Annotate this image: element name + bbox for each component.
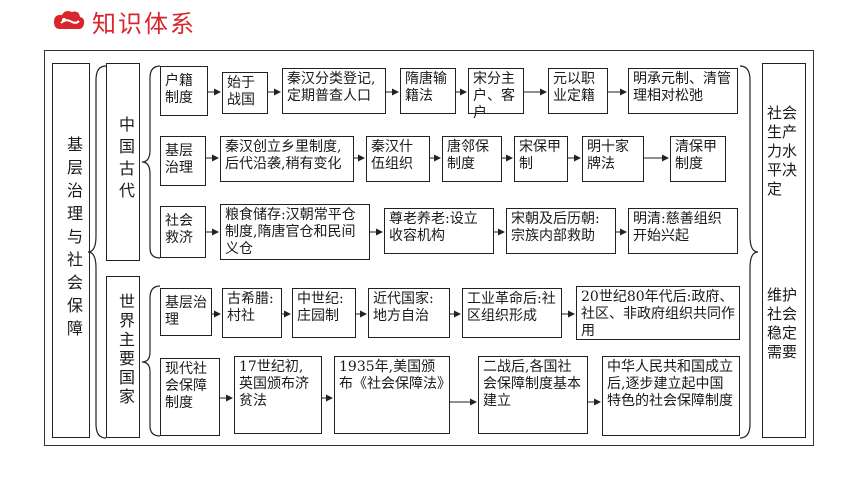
world-category-label: 世界主要国家	[116, 293, 135, 407]
ancient-category-label: 中国古代	[116, 116, 135, 204]
outer-frame	[44, 50, 814, 446]
flow-step: 中华人民共和国成立后,逐步建立起中国特色的社会保障制度	[602, 356, 740, 436]
flow-step: 秦汉分类登记,定期普查人口	[282, 68, 386, 114]
flow-step: 明清:慈善组织开始兴起	[628, 208, 738, 254]
flow-step: 宋保甲制	[514, 136, 568, 182]
flow-step: 隋唐输籍法	[400, 68, 456, 114]
flow-step: 明十家牌法	[582, 136, 644, 182]
world-category-box: 世界主要国家	[106, 276, 140, 438]
row-label-world-grassroots-governance: 基层治理	[160, 288, 212, 336]
right-bottom-text: 维护社会稳定需要	[767, 286, 798, 361]
flow-step: 元以职业定籍	[548, 68, 608, 114]
root-label-box: 基层治理与社会保障	[52, 63, 90, 438]
flow-step: 二战后,各国社会保障制度基本建立	[478, 356, 588, 434]
flow-step: 尊老养老:设立收容机构	[384, 208, 494, 254]
section-title: 知识体系	[92, 10, 196, 38]
row-label-grassroots-governance: 基层治理	[160, 136, 206, 186]
flow-step: 唐邻保制度	[442, 136, 502, 182]
flow-step: 秦汉创立乡里制度,后代沿袭,稍有变化	[220, 136, 354, 182]
root-label: 基层治理与社会保障	[64, 136, 83, 343]
row-label-social-relief: 社会救济	[160, 206, 206, 258]
flow-step: 近代国家:地方自治	[368, 288, 450, 338]
right-top-text: 社会生产力水平决定	[767, 104, 798, 198]
flow-step: 1935年,美国颁布《社会保障法》	[334, 356, 451, 434]
row-label-modern-social-security: 现代社会保障制度	[160, 358, 220, 436]
flow-step: 中世纪:庄园制	[292, 288, 356, 338]
flow-step: 秦汉什伍组织	[366, 136, 430, 182]
flow-step: 粮食储存:汉朝常平仓制度,隋唐官仓和民间义仓	[220, 204, 370, 260]
flow-step: 始于战国	[222, 72, 268, 114]
flow-step: 工业革命后:社区组织形成	[462, 288, 562, 338]
flow-step: 20世纪80年代后:政府、社区、非政府组织共同作用	[576, 286, 740, 340]
header-logo-icon	[52, 8, 86, 34]
flow-step: 宋分主户、客户	[468, 68, 524, 121]
flow-step: 古希腊:村社	[222, 288, 282, 338]
flow-step: 17世纪初,英国颁布济贫法	[234, 356, 322, 434]
flow-step: 明承元制、清管理相对松弛	[628, 68, 738, 114]
row-label-household-registration: 户籍制度	[160, 66, 208, 116]
ancient-category-box: 中国古代	[106, 63, 140, 261]
right-panel: 社会生产力水平决定 维护社会稳定需要	[762, 63, 806, 438]
flow-step: 清保甲制度	[670, 136, 726, 182]
flow-step: 宋朝及后历朝:宗族内部救助	[506, 208, 616, 254]
